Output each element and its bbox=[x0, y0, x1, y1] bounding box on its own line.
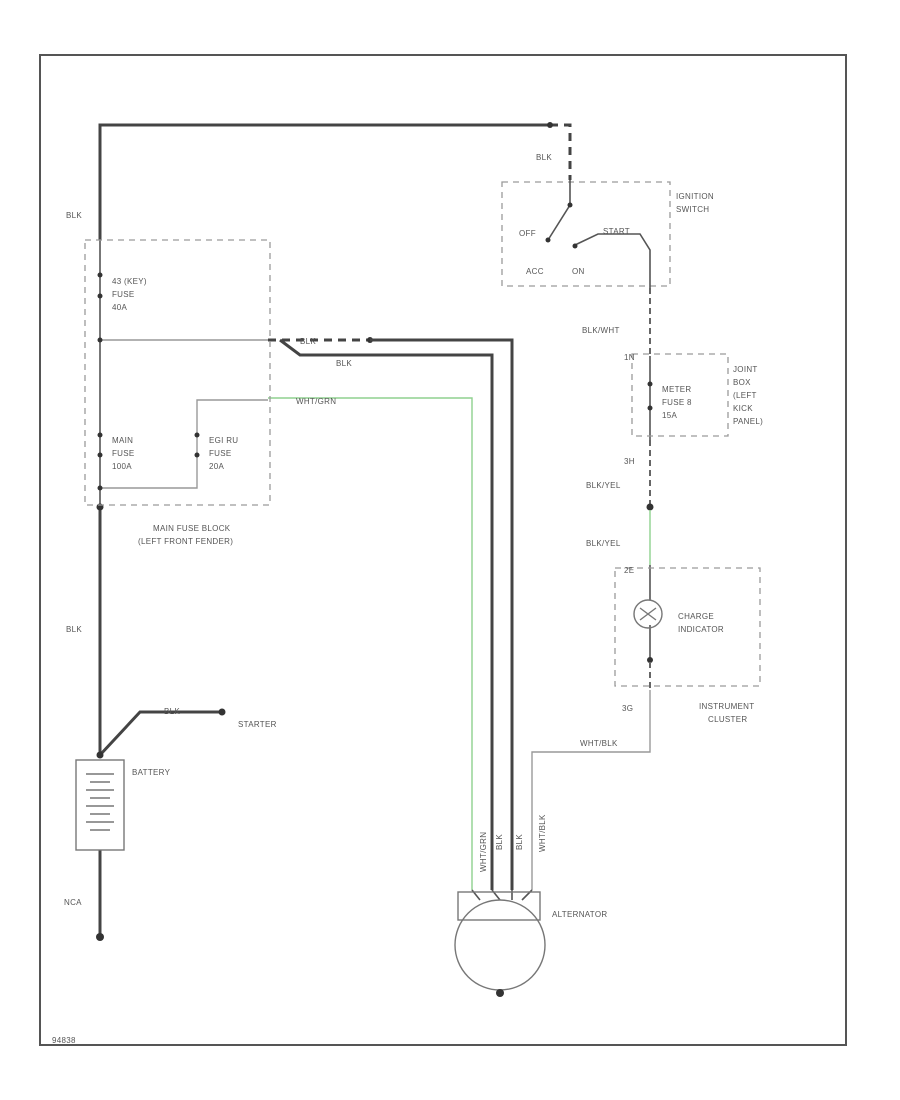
joint-box-label: JOINT bbox=[733, 365, 758, 374]
starter-label: STARTER bbox=[238, 720, 277, 729]
wire-label: BLK bbox=[336, 359, 352, 368]
joint-box bbox=[631, 353, 729, 437]
wire-alt-terminals bbox=[471, 889, 533, 901]
joint-box-label: PANEL) bbox=[733, 417, 763, 426]
fuse-label: 43 (KEY) bbox=[112, 277, 147, 286]
ground-node bbox=[96, 933, 104, 941]
wire-label: WHT/GRN bbox=[296, 397, 336, 406]
fuse-label: 15A bbox=[662, 411, 677, 420]
pin-label: 3H bbox=[624, 457, 635, 466]
wire-blk-alt-2 bbox=[279, 338, 494, 890]
fuse-label: EGI RU bbox=[209, 436, 238, 445]
wire-label: BLK/YEL bbox=[586, 481, 621, 490]
diagram-frame bbox=[39, 54, 847, 1046]
main-fuse-block-label: (LEFT FRONT FENDER) bbox=[138, 537, 233, 546]
battery-body bbox=[75, 759, 125, 851]
wire-blk-alt-1 bbox=[370, 338, 514, 890]
fuse-label: FUSE 8 bbox=[662, 398, 692, 407]
diagram-code: 94838 bbox=[52, 1036, 76, 1045]
connector-node bbox=[647, 657, 653, 663]
instrument-cluster-label: INSTRUMENT bbox=[699, 702, 754, 711]
switch-position-label: ACC bbox=[526, 267, 544, 276]
fuse-43-terminal bbox=[97, 272, 103, 278]
fuse-label: 100A bbox=[112, 462, 132, 471]
fuse-label: 40A bbox=[112, 303, 127, 312]
fuse-block-junction bbox=[97, 485, 103, 491]
switch-position-label: ON bbox=[572, 267, 585, 276]
wire-label: BLK bbox=[66, 625, 82, 634]
wire-label: BLK bbox=[66, 211, 82, 220]
wire-label: WHT/BLK bbox=[580, 739, 618, 748]
fuse-block-junction bbox=[97, 337, 103, 343]
wire-label: BLK bbox=[164, 707, 180, 716]
joint-box-label: BOX bbox=[733, 378, 751, 387]
battery-plates bbox=[86, 773, 114, 831]
wire-label: WHT/GRN bbox=[479, 832, 488, 872]
wire-label: BLK bbox=[300, 337, 316, 346]
wire-blk-top-dash bbox=[550, 123, 572, 180]
wire-label: NCA bbox=[64, 898, 82, 907]
main-fuse-block-box bbox=[84, 239, 271, 506]
connector-node bbox=[646, 503, 654, 511]
instrument-cluster-label: CLUSTER bbox=[708, 715, 747, 724]
wire-label: BLK bbox=[495, 834, 504, 850]
switch-contact bbox=[545, 237, 551, 243]
instrument-cluster-box bbox=[614, 567, 761, 687]
alternator-body bbox=[454, 899, 546, 991]
ignition-switch-label: SWITCH bbox=[676, 205, 709, 214]
wire-label: BLK bbox=[536, 153, 552, 162]
pin-label: 1N bbox=[624, 353, 635, 362]
egi-fuse-terminal bbox=[194, 452, 200, 458]
wire-blk-top bbox=[98, 123, 550, 240]
alternator-ground bbox=[496, 989, 504, 997]
wire-label: BLK/WHT bbox=[582, 326, 620, 335]
egi-fuse-terminal bbox=[194, 432, 200, 438]
joint-box-label: (LEFT bbox=[733, 391, 757, 400]
pin-label: 2E bbox=[624, 566, 634, 575]
alternator-housing bbox=[457, 891, 541, 921]
meter-fuse-terminal bbox=[647, 381, 653, 387]
starter-node bbox=[218, 708, 226, 716]
pin-label: 3G bbox=[622, 704, 633, 713]
fuse-43-terminal bbox=[97, 293, 103, 299]
switch-position-label: OFF bbox=[519, 229, 536, 238]
switch-position-label: START bbox=[603, 227, 630, 236]
battery-node bbox=[96, 751, 104, 759]
main-fuse-terminal bbox=[97, 432, 103, 438]
wire-label: BLK bbox=[515, 834, 524, 850]
connector-node bbox=[547, 122, 553, 128]
fuse-label: FUSE bbox=[112, 449, 135, 458]
fuse-label: FUSE bbox=[209, 449, 232, 458]
ignition-switch-contacts bbox=[547, 180, 651, 288]
main-fuse-block-label: MAIN FUSE BLOCK bbox=[153, 524, 231, 533]
fuse-label: MAIN bbox=[112, 436, 133, 445]
wire-egi-branch bbox=[100, 399, 268, 489]
charge-indicator-filament bbox=[639, 607, 657, 621]
wire-wht-blk bbox=[531, 690, 651, 890]
fuse-label: METER bbox=[662, 385, 692, 394]
charge-indicator-label: INDICATOR bbox=[678, 625, 724, 634]
fuse-label: 20A bbox=[209, 462, 224, 471]
joint-box-label: KICK bbox=[733, 404, 753, 413]
switch-contact bbox=[572, 243, 578, 249]
charge-indicator-label: CHARGE bbox=[678, 612, 714, 621]
ignition-switch-label: IGNITION bbox=[676, 192, 714, 201]
ignition-switch-box bbox=[501, 181, 671, 287]
battery-label: BATTERY bbox=[132, 768, 171, 777]
charge-indicator-lamp bbox=[633, 599, 663, 629]
main-fuse-terminal bbox=[97, 452, 103, 458]
switch-pivot bbox=[567, 202, 573, 208]
wire-label: WHT/BLK bbox=[538, 814, 547, 852]
meter-fuse-terminal bbox=[647, 405, 653, 411]
wire-wht-grn bbox=[268, 397, 473, 890]
fuse-label: FUSE bbox=[112, 290, 135, 299]
wire-blk-starter bbox=[98, 710, 222, 757]
wire-label: BLK/YEL bbox=[586, 539, 621, 548]
alternator-label: ALTERNATOR bbox=[552, 910, 607, 919]
